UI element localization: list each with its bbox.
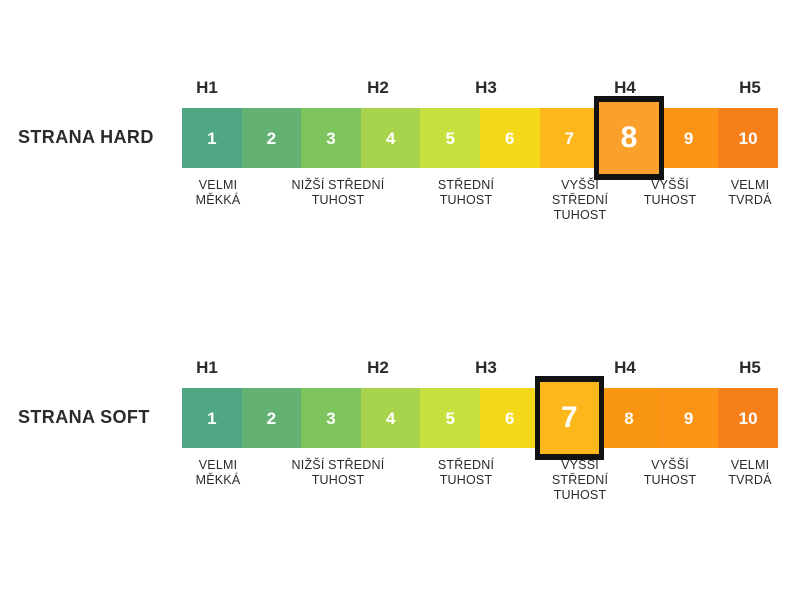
group-label-h4: H4 [614,78,636,97]
descriptor-velmi-mekka: VELMI MĚKKÁ [195,178,241,207]
scale-cell-number: 2 [266,128,277,148]
scale-cell-6[interactable]: 6 [479,388,540,448]
scale-cell-number: 9 [683,408,694,428]
scale-cell-number: 1 [207,128,217,148]
scale-bar-hard: 1 2 3 4 5 6 7 8 9 10 [182,96,778,180]
scale-cell-6[interactable]: 6 [479,108,540,168]
scale-cell-number: 10 [738,408,758,428]
scale-cell-number: 3 [326,128,336,148]
row-label-strana-hard: STRANA HARD [18,127,154,147]
scale-cell-number: 2 [266,408,277,428]
scale-cell-3[interactable]: 3 [301,108,361,168]
scale-cell-number: 9 [683,128,694,148]
descriptor-vyssi-stredni-tuhost: VYŠŠÍ STŘEDNÍ TUHOST [551,458,609,502]
scale-cell-8[interactable]: 8 [599,388,659,448]
group-label-h4: H4 [614,358,636,377]
scale-cell-number: 8 [620,120,638,155]
descriptor-stredni-tuhost: STŘEDNÍ TUHOST [437,458,495,487]
scale-cell-4[interactable]: 4 [360,388,421,448]
descriptor-velmi-tvrda: VELMI TVRDÁ [728,178,772,207]
hardness-scale-soft: H1 H2 H3 H4 H5 STRANA SOFT 1 2 3 4 5 6 7… [0,280,800,580]
scale-cell-4[interactable]: 4 [360,108,421,168]
scale-cell-number: 6 [505,408,515,428]
scale-cell-3[interactable]: 3 [301,388,361,448]
scale-cell-number: 8 [624,408,634,428]
scale-bar-soft: 1 2 3 4 5 6 7 8 9 10 [182,376,778,460]
descriptor-vyssi-stredni-tuhost: VYŠŠÍ STŘEDNÍ TUHOST [551,178,609,222]
descriptor-velmi-tvrda: VELMI TVRDÁ [728,458,772,487]
scale-cell-2[interactable]: 2 [241,388,302,448]
scale-cell-5[interactable]: 5 [420,108,480,168]
descriptor-vyssi-tuhost: VYŠŠÍ TUHOST [643,178,697,207]
scale-cell-number: 4 [385,408,396,428]
row-label-strana-soft: STRANA SOFT [18,407,150,427]
scale-cell-number: 4 [385,128,396,148]
scale-cell-8-selected[interactable]: 8 [594,96,664,180]
scale-cell-1[interactable]: 1 [182,388,242,448]
group-label-h3: H3 [475,78,497,97]
scale-cell-9[interactable]: 9 [658,108,719,168]
scale-cell-number: 10 [738,128,758,148]
group-label-h1: H1 [196,358,218,377]
scale-cell-7[interactable]: 7 [539,108,600,168]
descriptor-vyssi-tuhost: VYŠŠÍ TUHOST [643,458,697,487]
group-label-h5: H5 [739,78,761,97]
hardness-scale-hard: H1 H2 H3 H4 H5 STRANA HARD 1 2 3 4 5 6 7… [0,78,800,238]
group-label-row-soft: H1 H2 H3 H4 H5 [0,358,800,380]
descriptor-nizsi-stredni-tuhost: NIŽŠÍ STŘEDNÍ TUHOST [291,178,385,207]
group-label-row-hard: H1 H2 H3 H4 H5 [0,78,800,100]
scale-cell-number: 5 [445,128,455,148]
group-label-h1: H1 [196,78,218,97]
scale-cell-number: 3 [326,408,336,428]
group-label-h2: H2 [367,358,389,377]
scale-cell-9[interactable]: 9 [658,388,719,448]
group-label-h5: H5 [739,358,761,377]
scale-cell-1[interactable]: 1 [182,108,242,168]
group-label-h3: H3 [475,358,497,377]
scale-cell-7-selected[interactable]: 7 [534,376,605,460]
descriptor-velmi-mekka: VELMI MĚKKÁ [195,458,241,487]
descriptor-row-hard: VELMI MĚKKÁ NIŽŠÍ STŘEDNÍ TUHOST STŘEDNÍ… [0,178,800,238]
descriptor-stredni-tuhost: STŘEDNÍ TUHOST [437,178,495,207]
scale-cell-10[interactable]: 10 [718,388,778,448]
scale-cell-number: 7 [561,400,578,435]
scale-cell-2[interactable]: 2 [241,108,302,168]
scale-cell-number: 7 [564,128,575,148]
descriptor-row-soft: VELMI MĚKKÁ NIŽŠÍ STŘEDNÍ TUHOST STŘEDNÍ… [0,458,800,518]
group-label-h2: H2 [367,78,389,97]
descriptor-nizsi-stredni-tuhost: NIŽŠÍ STŘEDNÍ TUHOST [291,458,385,487]
scale-cell-5[interactable]: 5 [420,388,480,448]
scale-cell-10[interactable]: 10 [718,108,778,168]
scale-cell-number: 6 [505,128,515,148]
scale-cell-number: 1 [207,408,217,428]
scale-cell-number: 5 [445,408,455,428]
